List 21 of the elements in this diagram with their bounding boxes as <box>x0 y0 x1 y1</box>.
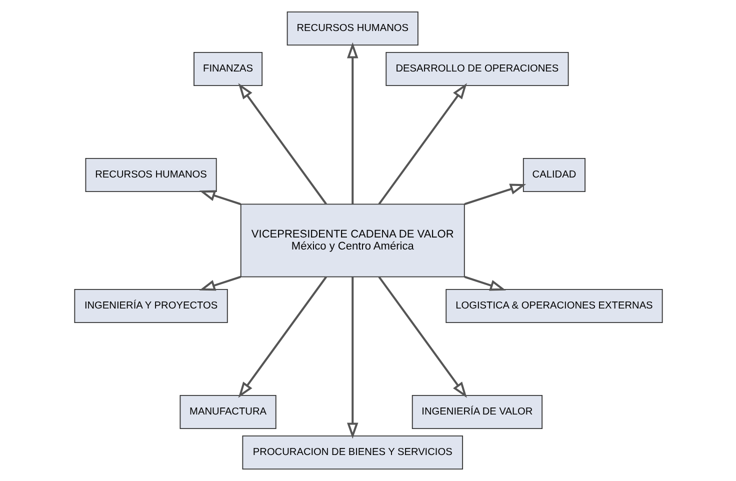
node-box: RECURSOS HUMANOS <box>286 12 418 46</box>
arrow <box>238 83 327 205</box>
node-box: VICEPRESIDENTE CADENA DE VALOR México y Centro América <box>240 204 464 278</box>
arrow <box>198 276 240 291</box>
node-box: MANUFACTURA <box>179 394 276 429</box>
node-box: RECURSOS HUMANOS <box>84 158 216 192</box>
node-box: FINANZAS <box>193 52 262 86</box>
node-box: PROCURACION DE BIENES Y SERVICIOS <box>242 435 463 470</box>
arrow <box>198 190 240 206</box>
arrow <box>346 276 358 439</box>
node-box: INGENIERÍA Y PROYECTOS <box>74 288 228 324</box>
arrow <box>378 83 466 205</box>
node-box: DESARROLLO DE OPERACIONES <box>385 52 568 86</box>
arrow <box>378 276 466 398</box>
arrow <box>464 276 506 291</box>
arrow <box>346 42 358 204</box>
node-box: INGENIERÍA DE VALOR <box>411 394 542 429</box>
arrow <box>238 276 327 398</box>
arrow <box>464 184 526 206</box>
node-box: CALIDAD <box>522 158 585 192</box>
node-box: LOGISTICA & OPERACIONES EXTERNAS <box>445 288 662 324</box>
